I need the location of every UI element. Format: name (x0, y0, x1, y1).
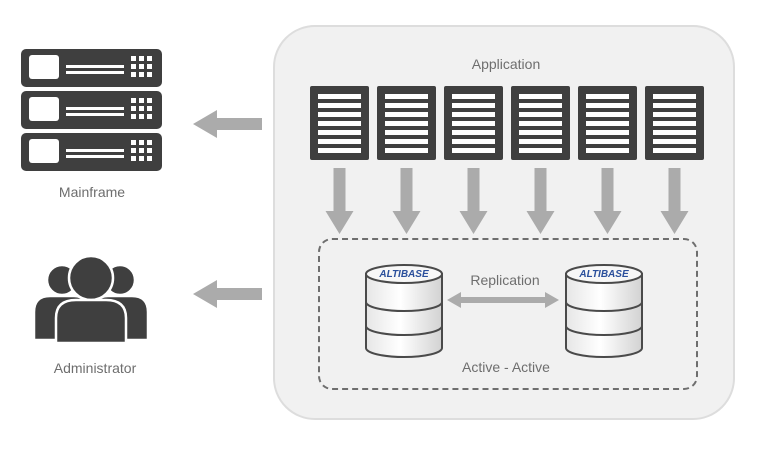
down-arrow-icon (392, 168, 421, 234)
application-label: Application (472, 56, 541, 72)
application-server-icon (645, 86, 704, 160)
down-arrow-icon (459, 168, 488, 234)
database-right-icon (565, 264, 643, 358)
replication-label: Replication (470, 272, 539, 288)
mainframe-unit (21, 133, 162, 171)
altibase-logo-right: ALTIBASE (578, 269, 629, 280)
arrow-to-administrator-icon (193, 280, 262, 308)
mainframe-label: Mainframe (59, 184, 125, 200)
down-arrow-icon (660, 168, 689, 234)
application-server-icon (511, 86, 570, 160)
down-arrow-icon (593, 168, 622, 234)
mainframe-server-icon (21, 49, 162, 171)
mainframe-unit (21, 49, 162, 87)
application-servers (310, 86, 704, 234)
users-group-icon (32, 254, 150, 345)
database-left-icon (365, 264, 443, 358)
application-server-icon (377, 86, 436, 160)
application-server-icon (444, 86, 503, 160)
application-server-icon (310, 86, 369, 160)
down-arrow-icon (526, 168, 555, 234)
active-active-label: Active - Active (462, 359, 550, 375)
application-server-icon (578, 86, 637, 160)
active-active-cluster-box (318, 238, 698, 390)
mainframe-unit (21, 91, 162, 129)
down-arrow-icon (325, 168, 354, 234)
arrow-to-mainframe-icon (193, 110, 262, 138)
altibase-logo-left: ALTIBASE (378, 269, 429, 280)
administrator-label: Administrator (54, 360, 137, 376)
replication-double-arrow-icon (447, 292, 559, 308)
